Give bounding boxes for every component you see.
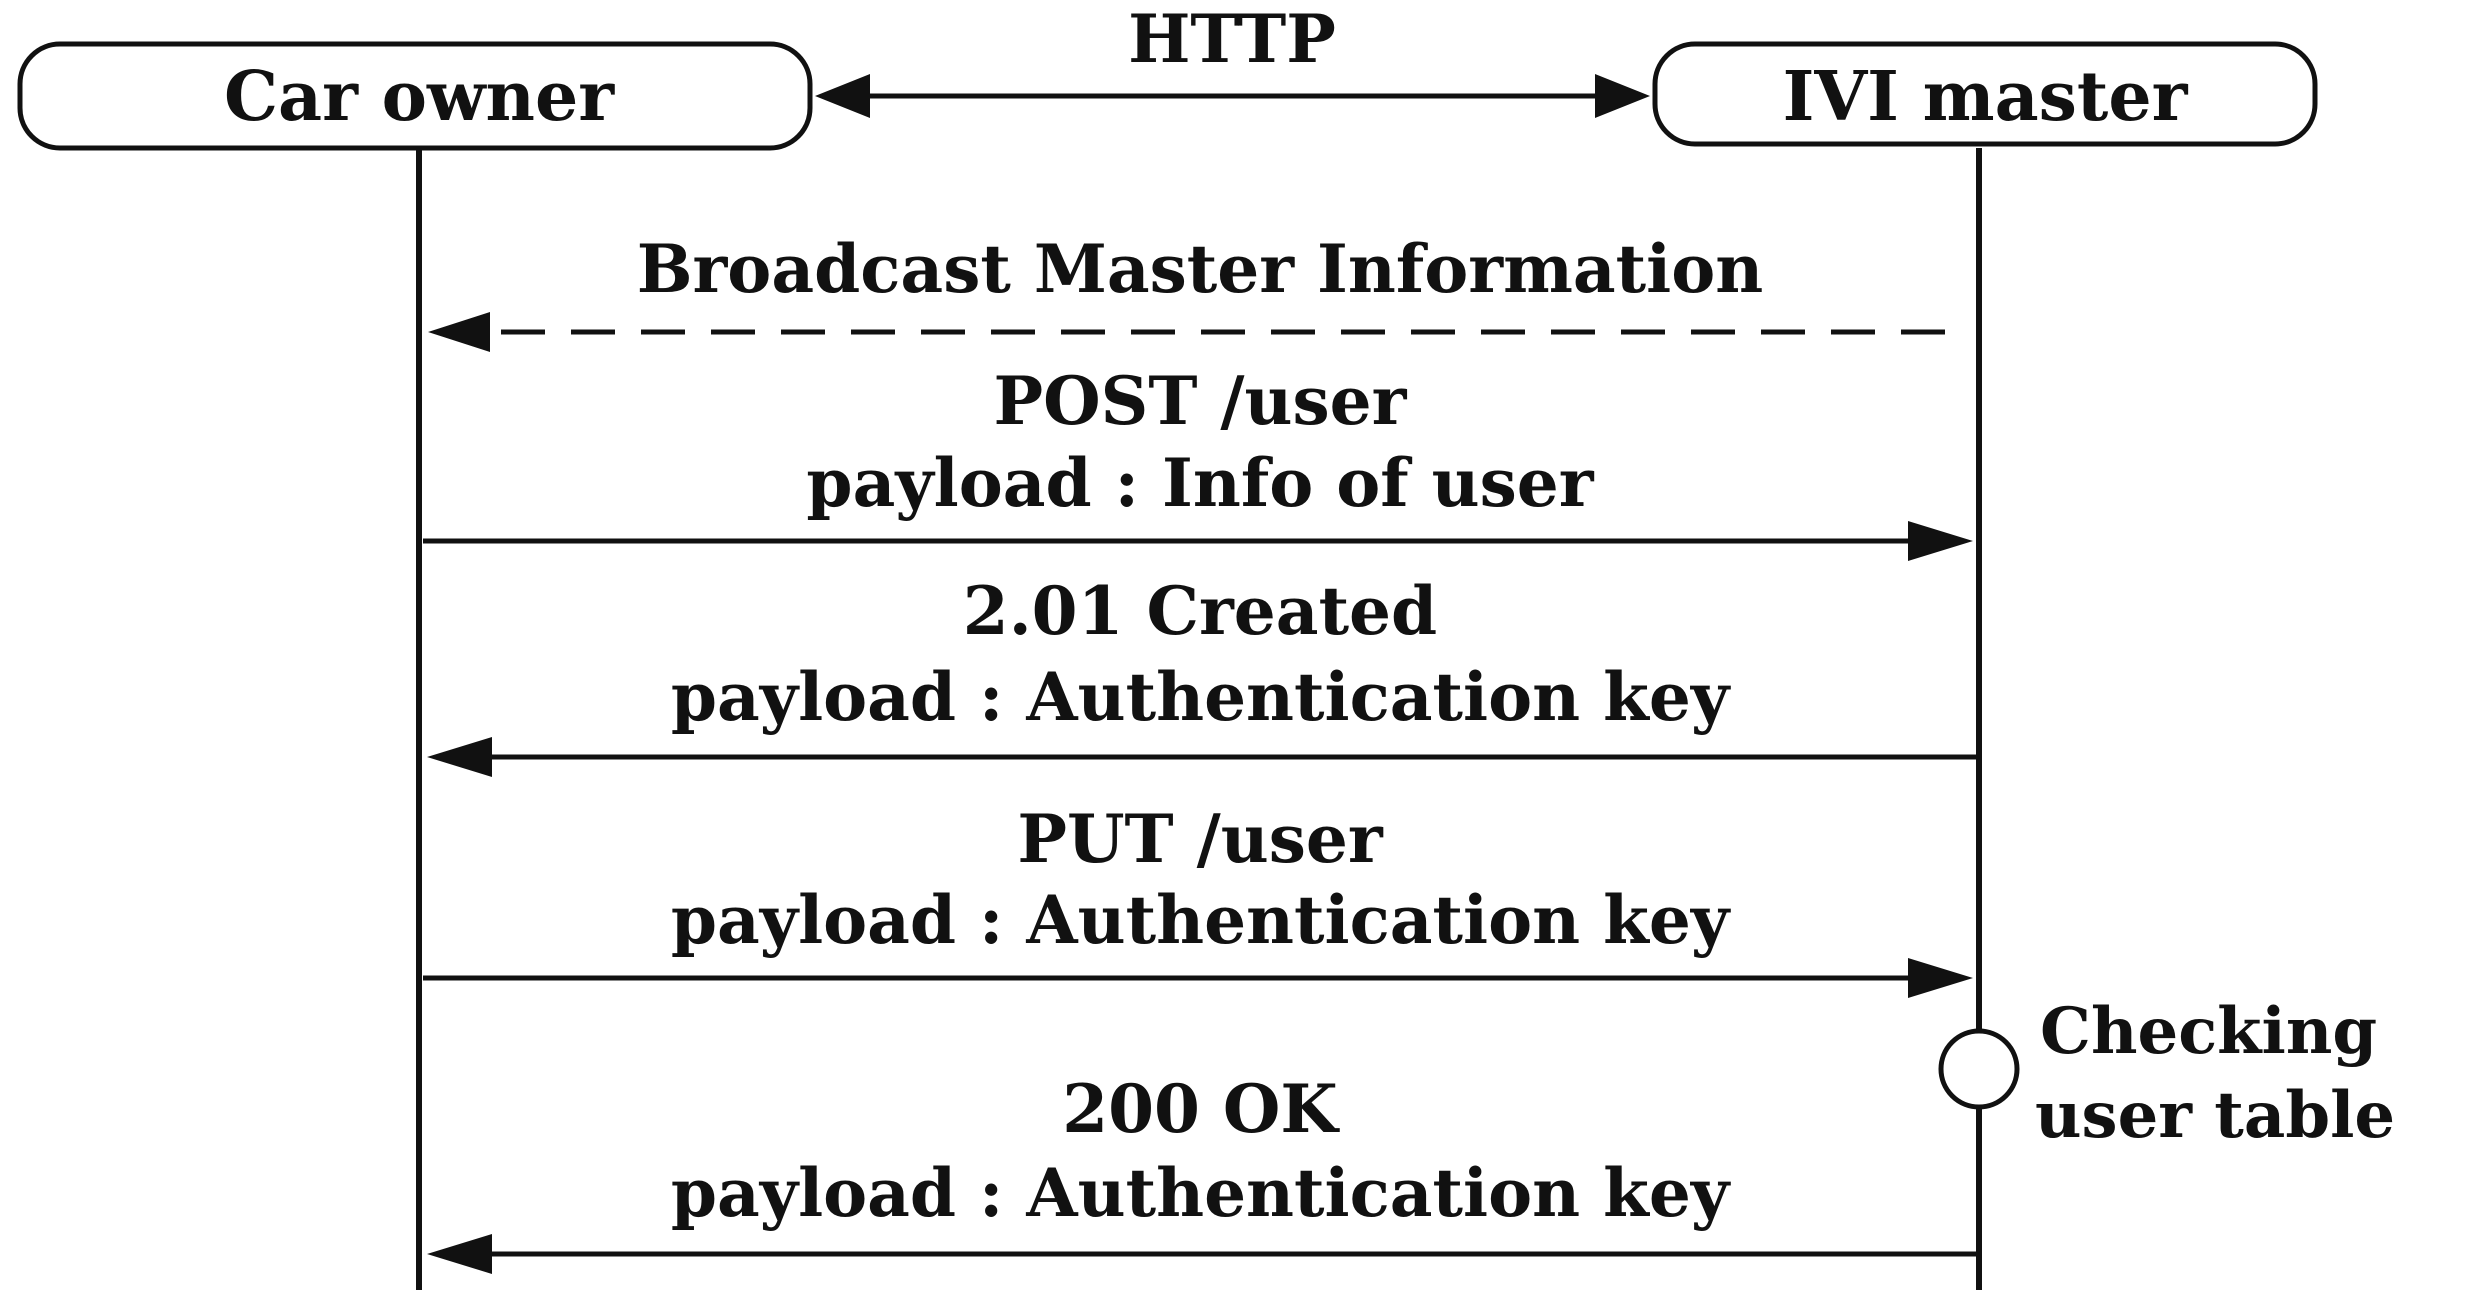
message-arrowhead — [427, 737, 492, 777]
message-payload-label: payload : Authentication key — [671, 881, 1731, 959]
message-label: 200 OK — [1062, 1070, 1340, 1148]
note-checking-user-table: Checking user table — [1938, 994, 2395, 1153]
message-arrowhead — [1908, 958, 1973, 998]
note-marker-circle — [1938, 1028, 2020, 1110]
actor-car-owner: Car owner — [17, 41, 813, 151]
message-created: 2.01 Created payload : Authentication ke… — [427, 572, 1977, 777]
message-broadcast: Broadcast Master Information — [428, 230, 1945, 352]
protocol-connector: HTTP — [815, 0, 1650, 118]
message-arrowhead — [1908, 521, 1973, 561]
actor-ivi-master: IVI master — [1652, 41, 2318, 147]
message-put-user: PUT /user payload : Authentication key — [423, 800, 1973, 998]
actor-box-ivi-master — [1652, 41, 2318, 147]
message-200-ok: 200 OK payload : Authentication key — [427, 1070, 1977, 1274]
message-label: Broadcast Master Information — [637, 230, 1763, 308]
note-label-line-2: user table — [2035, 1078, 2395, 1153]
message-payload-label: payload : Authentication key — [671, 1154, 1731, 1232]
message-post-user: POST /user payload : Info of user — [423, 362, 1973, 561]
message-label: PUT /user — [1017, 800, 1384, 878]
message-arrowhead — [427, 1234, 492, 1274]
protocol-arrow-right — [1595, 74, 1650, 118]
actor-box-car-owner — [17, 41, 813, 151]
message-payload-label: payload : Authentication key — [671, 658, 1731, 736]
message-payload-label: payload : Info of user — [806, 444, 1594, 522]
message-label: POST /user — [994, 362, 1408, 440]
protocol-label: HTTP — [1128, 0, 1336, 78]
actor-label-ivi-master: IVI master — [1783, 57, 2189, 137]
actor-label-car-owner: Car owner — [224, 57, 615, 137]
note-label-line-1: Checking — [2040, 994, 2377, 1069]
protocol-arrow-left — [815, 74, 870, 118]
message-arrowhead — [428, 312, 490, 352]
message-label: 2.01 Created — [963, 572, 1437, 650]
